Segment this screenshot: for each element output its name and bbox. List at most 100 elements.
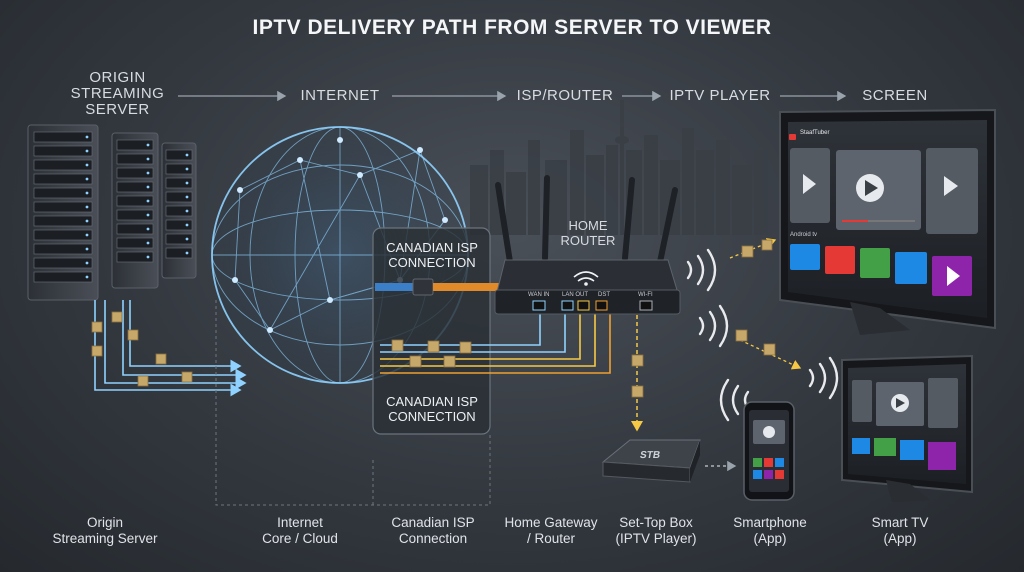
wifi-packets [735,239,776,356]
rack-slot [116,209,154,221]
rack-slot [116,153,154,165]
rack-led [185,195,189,199]
caption-smarttv-line2: (App) [883,531,917,546]
stage-internet: INTERNET [300,87,380,104]
caption-stb: Set-Top Box (IPTV Player) [602,515,710,547]
rack-slot [33,271,93,283]
rack-led [85,275,89,279]
rack-slot [165,233,193,245]
rack-led [85,205,89,209]
rack-slot [116,237,154,249]
rack-slot [116,251,154,263]
rack-slot [116,139,154,151]
caption-smarttv: Smart TV (App) [850,515,950,547]
guide-lines [215,300,491,506]
rack-slot [165,177,193,189]
isp-bottom-line1: CANADIAN ISP [386,394,478,409]
rack-slot [33,145,93,157]
rack-led [85,177,89,181]
rack-led [146,143,150,147]
caption-phone-line2: (App) [753,531,787,546]
stage-origin: ORIGIN STREAMING SERVER [60,70,175,118]
rack-led [185,237,189,241]
tv-row-label: Android tv [790,232,818,238]
rack-slot [33,257,93,269]
rack-led [146,241,150,245]
rack-led [146,171,150,175]
smart-tv [841,354,973,502]
home-router-line2: ROUTER [560,233,616,248]
caption-stb-line2: (IPTV Player) [615,531,697,546]
rack-led [146,199,150,203]
server-packets [91,311,193,387]
rack-led [85,247,89,251]
port-lan-out: LAN OUT [562,292,589,298]
caption-origin: Origin Streaming Server [40,515,170,547]
rack-slot [33,131,93,143]
caption-internet-line2: Core / Cloud [262,531,338,546]
home-router [494,175,681,315]
server-racks [27,124,197,301]
caption-phone: Smartphone (App) [718,515,822,547]
rack-led [146,255,150,259]
caption-internet-line1: Internet [277,515,323,530]
rack-led [185,181,189,185]
isp-packets [391,339,472,368]
rack-led [85,135,89,139]
isp-connection-panel [372,227,491,435]
rack-slot [165,219,193,231]
caption-isp-line1: Canadian ISP [391,515,475,530]
caption-origin-line2: Streaming Server [52,531,158,546]
caption-gateway: Home Gateway / Router [495,515,607,547]
wifi-waves [686,248,839,422]
large-tv [779,108,996,335]
caption-internet: Internet Core / Cloud [245,515,355,547]
rack-led [85,191,89,195]
rack-led [185,223,189,227]
rack-slot [116,167,154,179]
port-wan-in: WAN IN [528,292,550,298]
rack-led [185,153,189,157]
rack-slot [116,223,154,235]
city-skyline [470,100,768,235]
rack-slot [165,149,193,161]
rack-led [185,251,189,255]
caption-isp: Canadian ISP Connection [378,515,488,547]
caption-origin-line1: Origin [86,515,123,530]
caption-gateway-line1: Home Gateway [504,515,598,530]
rack-slot [165,247,193,259]
rack-led [85,219,89,223]
stb-label: STB [639,450,661,461]
rack-led [85,163,89,167]
rack-led [146,213,150,217]
rack-slot [33,243,93,255]
isp-top-line1: CANADIAN ISP [386,240,478,255]
caption-phone-line1: Smartphone [733,515,807,530]
stage-screen: SCREEN [862,87,928,104]
stb-packets [631,354,644,398]
home-router-label: HOME ROUTER [548,218,628,248]
rack-led [85,261,89,265]
smartphone [743,401,795,501]
caption-isp-line2: Connection [398,531,468,546]
rack-slot [116,181,154,193]
port-dst: DST [598,292,610,298]
isp-bottom-line2: CONNECTION [388,409,476,424]
diagram-title: IPTV DELIVERY PATH FROM SERVER TO VIEWER [252,16,772,39]
rack-slot [116,195,154,207]
rack-slot [33,229,93,241]
rack-led [146,227,150,231]
tv-app-name: StaafTuber [800,130,830,136]
stage-iptv-player: IPTV PLAYER [669,87,771,104]
rack-led [146,157,150,161]
fiber-cable [375,278,503,296]
rack-led [185,209,189,213]
isp-bottom-label: CANADIAN ISP CONNECTION [380,394,484,424]
rack-slot [165,163,193,175]
caption-stb-line1: Set-Top Box [619,515,693,530]
isp-top-line2: CONNECTION [388,255,476,270]
stage-isp-router: ISP/ROUTER [516,87,614,104]
home-router-line1: HOME [568,218,608,233]
rack-slot [33,159,93,171]
